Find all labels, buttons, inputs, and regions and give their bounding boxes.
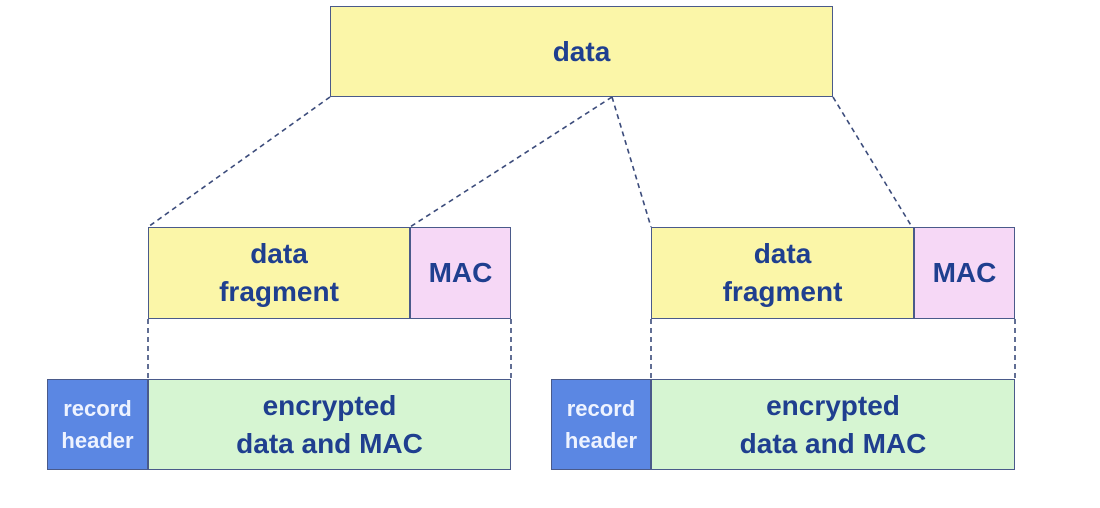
encrypted-block-2: encrypted data and MAC	[651, 379, 1015, 470]
data-block-label: data	[552, 35, 611, 67]
connector-top-left-to-fragment1	[147, 96, 331, 228]
data-block: data	[330, 6, 833, 97]
mac-block-2: MAC	[914, 227, 1015, 319]
record-header-block-2: record header	[551, 379, 651, 470]
mac-block-1: MAC	[410, 227, 511, 319]
record-header-label-1: record header	[61, 395, 134, 453]
record-header-block-1: record header	[47, 379, 148, 470]
encrypted-block-1: encrypted data and MAC	[148, 379, 511, 470]
mac-label-2: MAC	[932, 257, 997, 288]
connector-top-mid-to-mac1	[409, 96, 613, 228]
encrypted-label-2: encrypted data and MAC	[739, 389, 927, 459]
connector-top-mid-to-fragment2	[611, 96, 652, 228]
data-fragment-block-1: data fragment	[148, 227, 410, 319]
encrypted-label-1: encrypted data and MAC	[236, 389, 423, 459]
data-fragment-label-1: data fragment	[219, 238, 339, 307]
data-fragment-block-2: data fragment	[651, 227, 914, 319]
mac-label-1: MAC	[428, 257, 493, 288]
data-fragment-label-2: data fragment	[722, 238, 843, 307]
record-header-label-2: record header	[564, 395, 638, 453]
connector-top-right-to-mac2	[832, 96, 913, 228]
